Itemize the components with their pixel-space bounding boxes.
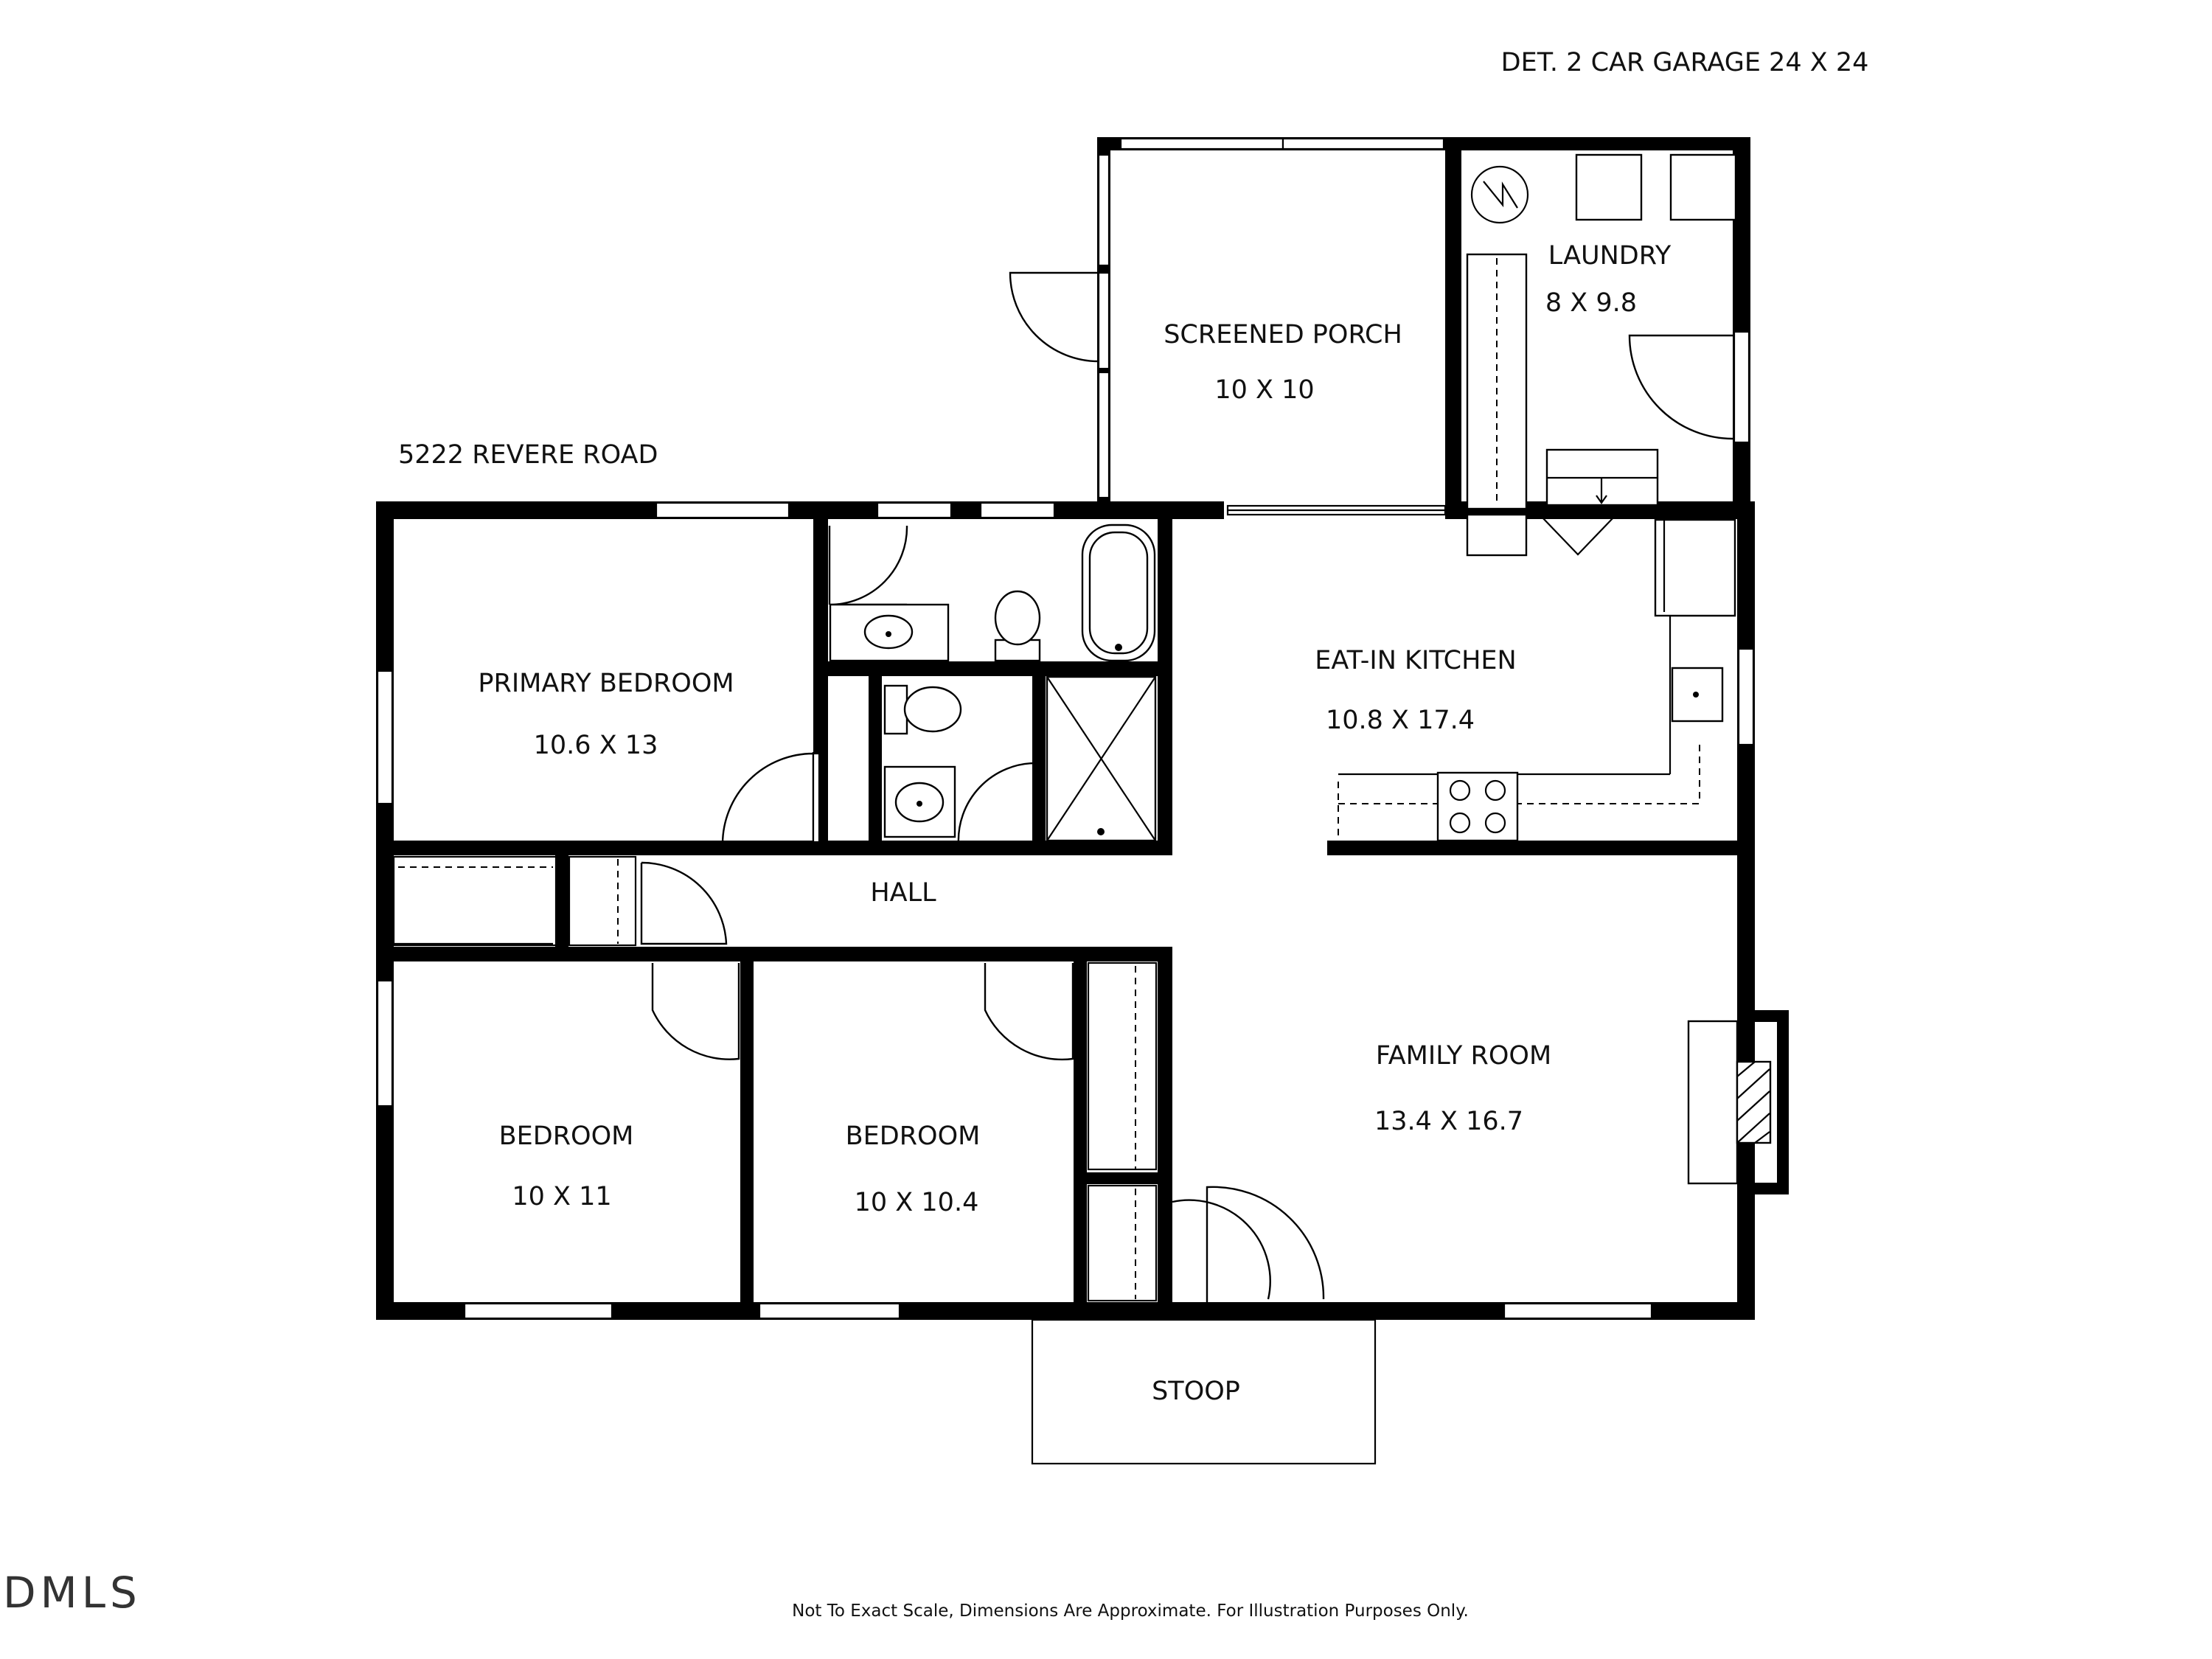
bedroom-mid-size: 10 X 10.4 [855, 1188, 979, 1217]
fireplace [1687, 1020, 1772, 1185]
screened-porch-name: SCREENED PORCH [1164, 320, 1402, 349]
second-bath-fixtures [883, 675, 1157, 842]
kitchen-size: 10.8 X 17.4 [1326, 706, 1475, 735]
family-room-size: 13.4 X 16.7 [1374, 1107, 1523, 1136]
primary-bedroom-size: 10.6 X 13 [534, 731, 658, 760]
laundry-fixtures [1466, 153, 1737, 557]
laundry-size: 8 X 9.8 [1545, 288, 1637, 318]
garage-note: DET. 2 CAR GARAGE 24 X 24 [1501, 48, 1869, 77]
kitchen-name: EAT-IN KITCHEN [1315, 646, 1516, 675]
hall-name: HALL [870, 878, 936, 908]
bedroom-left-size: 10 X 11 [512, 1182, 611, 1211]
doors [640, 271, 1733, 1302]
stoop-name: STOOP [1152, 1377, 1240, 1406]
kitchen-fixtures [1338, 518, 1736, 842]
mls-logo: DMLS [3, 1568, 142, 1618]
primary-bedroom-name: PRIMARY BEDROOM [478, 669, 734, 698]
screened-porch-size: 10 X 10 [1214, 375, 1314, 405]
family-room-name: FAMILY ROOM [1376, 1041, 1551, 1071]
laundry-name: LAUNDRY [1548, 241, 1672, 271]
address-label: 5222 REVERE ROAD [398, 440, 658, 470]
closets [392, 855, 1158, 1302]
disclaimer: Not To Exact Scale, Dimensions Are Appro… [792, 1601, 1469, 1621]
bedroom-left-name: BEDROOM [499, 1121, 634, 1151]
windows [376, 137, 1755, 1320]
bedroom-mid-name: BEDROOM [846, 1121, 981, 1151]
primary-bath-fixtures [829, 524, 1156, 662]
interior-walls [376, 501, 1755, 1319]
